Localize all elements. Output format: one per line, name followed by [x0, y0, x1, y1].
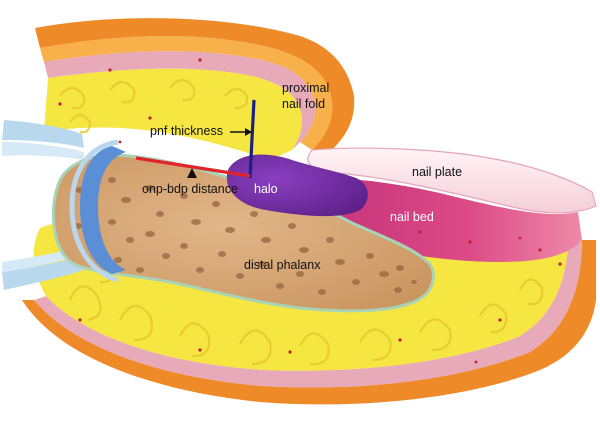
onp-bdp-distance-label: onp-bdp distance — [142, 182, 238, 196]
nail-plate-label: nail plate — [412, 165, 462, 179]
proximal-nail-fold-label-line2: nail fold — [282, 97, 325, 111]
halo-label: halo — [254, 182, 278, 196]
distal-phalanx-label: distal phalanx — [244, 258, 321, 272]
pnf-thickness-label: pnf thickness — [150, 124, 223, 138]
nail-bed-label: nail bed — [390, 210, 434, 224]
proximal-nail-fold-label-line1: proximal — [282, 81, 329, 95]
